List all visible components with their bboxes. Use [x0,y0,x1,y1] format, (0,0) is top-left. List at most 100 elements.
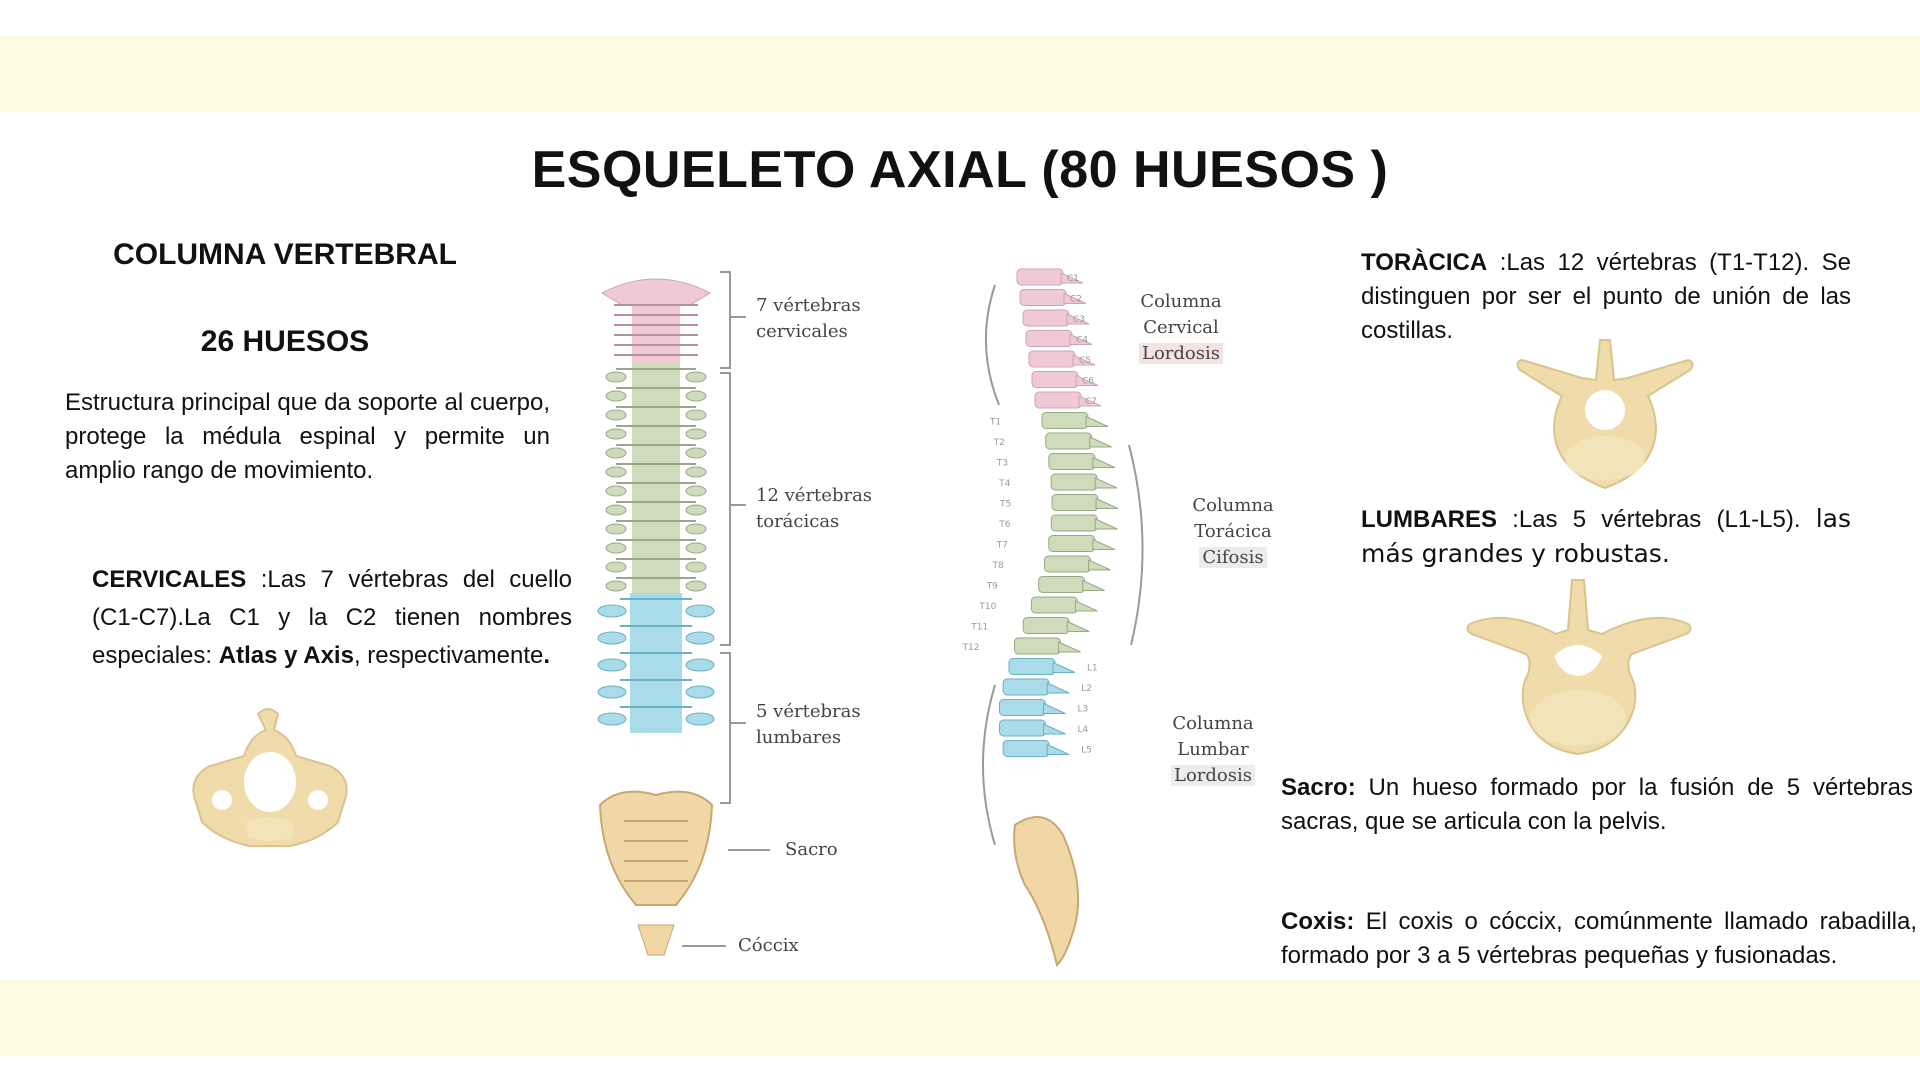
side-vertebra [1002,740,1050,757]
vertebra-level-label: C4 [1076,336,1088,346]
front-spine-illustration [597,271,770,956]
side-vertebra [1050,473,1098,491]
side-process [1078,395,1102,407]
cervicales-label: CERVICALES [92,566,247,593]
toracica-paragraph: TORÀCICA :Las 12 vértebras (T1-T12). Se … [1361,246,1851,348]
side-process [1066,313,1090,325]
vertebra-level-label: L4 [1077,725,1088,735]
side-vertebra [1008,658,1056,675]
section-heading: COLUMNA VERTEBRAL [113,238,457,271]
vertebra-level-label: T11 [970,623,988,633]
side-vertebra [1014,637,1061,655]
side-vertebra [1030,596,1078,614]
side-process [1046,743,1070,755]
side-vertebra [1016,268,1064,286]
side-vertebra [1031,371,1079,388]
label-line: 12 vértebras [756,485,873,506]
side-process [1042,702,1066,714]
side-process [1069,333,1093,345]
vertebra-level-label: C3 [1073,315,1085,325]
lumbar-process [597,658,627,672]
side-vertebra [1048,453,1096,470]
lumbar-bracket [720,652,731,804]
label-line: lumbares [756,727,842,748]
vertebra-level-label: T7 [996,541,1008,551]
cervicales-paragraph: CERVICALES :Las 7 vértebras del cuello (… [92,561,572,675]
coxis-text: El coxis o cóccix, comúnmente llamado ra… [1281,908,1917,969]
label-lordosis: Lordosis [1171,765,1255,786]
side-sacrum [1013,816,1080,967]
thoracic-process [685,523,707,535]
lumbar-region [630,593,682,733]
vertebra-level-label: L3 [1077,705,1088,715]
thoracic-process [685,504,707,516]
thoracic-process [605,523,627,535]
thoracic-process [605,561,627,573]
side-vertebra [1038,576,1086,593]
label-lumbar-side: Columna Lumbar Lordosis [1160,711,1266,789]
lumbares-text: :Las 5 vértebras (L1-L5). [1497,506,1816,533]
label-cervical-front: 7 vértebras cervicales [756,293,861,345]
vertebra-level-label: T2 [993,438,1005,448]
side-vertebra [1045,432,1093,450]
sacro-text: Un hueso formado por la fusión de 5 vért… [1281,774,1913,835]
vertebra-level-label: C5 [1079,356,1091,366]
thoracic-process [685,466,707,478]
thoracic-process [605,428,627,440]
label-coccix-front: Cóccix [738,935,799,956]
lumbar-process [685,685,715,699]
label-line: 7 vértebras [756,295,861,316]
coxis-label: Coxis: [1281,908,1355,935]
label-line: 5 vértebras [756,701,861,722]
side-vertebra [1025,330,1073,347]
side-vertebra [1028,350,1076,368]
side-process [1075,374,1099,386]
side-process [1060,272,1084,284]
side-vertebra [1022,309,1070,327]
label-line: Columna [1140,291,1222,312]
cervicales-text: :Las 7 vértebras del cuello (C1-C7).La C… [92,566,572,669]
lumbares-label: LUMBARES [1361,506,1497,533]
side-process [1092,538,1115,550]
cervical-bracket [720,271,731,369]
side-process [1052,661,1076,673]
label-line: Torácica [1194,521,1272,542]
vertebra-level-label: T5 [999,500,1011,510]
lumbar-process [685,712,715,726]
vertebra-level-label: L1 [1087,664,1098,674]
side-process [1094,477,1118,489]
thoracic-vertebra-illustration [1516,339,1694,490]
side-vertebra [1044,555,1092,573]
thoracic-process [685,409,707,421]
side-process [1082,579,1105,591]
intro-paragraph: Estructura principal que da soporte al c… [65,389,550,484]
side-vertebra [998,719,1046,737]
side-vertebra [1002,678,1050,696]
sacro-label: Sacro: [1281,774,1356,801]
thoracic-process [605,485,627,497]
side-process [1074,600,1098,612]
lumbar-process [685,631,715,645]
vertebra-level-label: T4 [998,479,1010,489]
label-line: torácicas [756,511,840,532]
thoracic-process [685,371,707,383]
vertebra-level-label: C1 [1067,274,1079,284]
thoracic-process [605,580,627,592]
coccyx [637,924,675,956]
thoracic-process [685,485,707,497]
lumbar-process [597,685,627,699]
vertebra-level-label: C6 [1082,377,1094,387]
side-process [1063,292,1087,304]
label-thoracic-side: Columna Torácica Cifosis [1180,493,1286,571]
label-line: Lumbar [1177,739,1249,760]
thoracic-process [685,390,707,402]
lumbar-process [597,712,627,726]
side-process [1094,518,1118,530]
side-process [1092,456,1116,468]
side-vertebra [1050,514,1098,532]
toracica-label: TORÀCICA [1361,249,1488,276]
label-cervical-side: Columna Cervical Lordosis [1128,289,1234,367]
vertebra-level-label: C7 [1085,397,1097,407]
thoracic-process [605,390,627,402]
thoracic-process [605,466,627,478]
